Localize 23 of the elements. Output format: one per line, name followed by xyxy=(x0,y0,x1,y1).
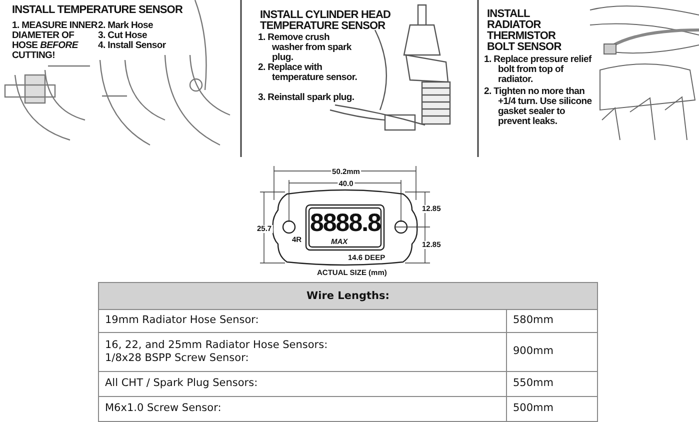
cell-text: All CHT / Spark Plug Sensors: xyxy=(105,377,259,391)
cell-text: 1/8x28 BSPP Screw Sensor: xyxy=(105,352,250,366)
cell-text: 19mm Radiator Hose Sensor: xyxy=(105,314,260,328)
instruction-text: 4. Install Sensor xyxy=(98,41,167,51)
instruction-text: 1. Replace pressure relief bolt from top of radiator. xyxy=(484,55,593,85)
instruction-text: 1. MEASURE INNER DIAMETER OF HOSE BEFORE CUTTING! xyxy=(12,21,98,61)
display-digits: 8888.8 xyxy=(310,210,380,236)
instruction-text: 1. Remove crush washer from spark plug. xyxy=(258,33,352,63)
instruction-text: 3. Cut Hose xyxy=(98,31,148,41)
cell-text: 16, 22, and 25mm Radiator Hose Sensors: xyxy=(105,338,329,352)
cell-text: 550mm xyxy=(513,377,554,391)
panel-heading: INSTALL CYLINDER HEAD TEMPERATURE SENSOR xyxy=(260,10,392,32)
cell-text: 500mm xyxy=(513,402,554,416)
cell-text: 580mm xyxy=(513,314,554,328)
table-header-cell: Wire Lengths: xyxy=(98,282,598,310)
instruction-text: 3. Reinstall spark plug. xyxy=(258,93,356,103)
panel-heading: INSTALL RADIATOR THERMISTOR BOLT SENSOR xyxy=(487,9,562,53)
instruction-text: 2. Tighten no more than +1/4 turn. Use silicone gasket sealer to prevent leaks. xyxy=(484,87,593,127)
cell-text: 900mm xyxy=(513,345,554,359)
instruction-text: 2. Mark Hose xyxy=(98,21,154,31)
instruction-text: 2. Replace with temperature sensor. xyxy=(258,63,358,83)
cell-text: M6x1.0 Screw Sensor: xyxy=(105,402,222,416)
panel-heading: INSTALL TEMPERATURE SENSOR xyxy=(12,5,184,16)
